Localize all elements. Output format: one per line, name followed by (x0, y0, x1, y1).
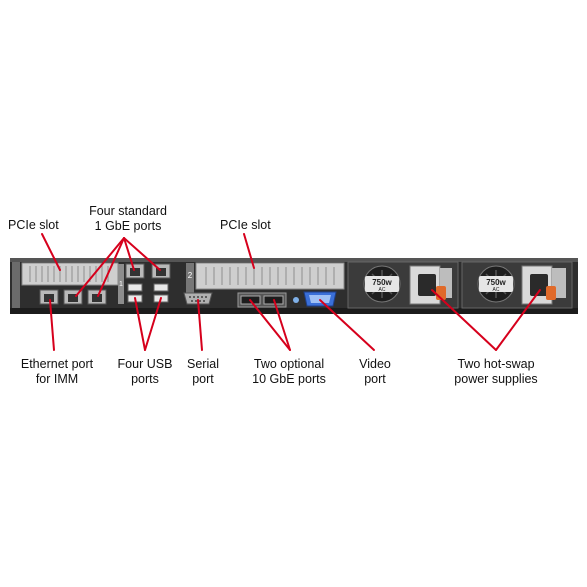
chassis-top-edge (10, 258, 578, 262)
callout-video (319, 299, 375, 351)
serial-port (183, 292, 213, 305)
label-video-line2: port (364, 372, 386, 386)
callout-psu-1 (431, 289, 497, 351)
callout-gbe-2 (97, 237, 125, 297)
slot-2-number: 2 (188, 271, 193, 280)
label-power-supplies: Two hot-swap power supplies (446, 357, 546, 387)
usb-port-1 (127, 283, 143, 292)
label-usb-line2: ports (131, 372, 159, 386)
label-video-line1: Video (359, 357, 391, 371)
callout-pcie-left (41, 233, 61, 271)
video-port (303, 291, 337, 307)
label-ethernet-imm: Ethernet port for IMM (12, 357, 102, 387)
usb-port-3 (153, 283, 169, 292)
callout-tengbe-2 (273, 299, 291, 351)
callout-lines (41, 233, 541, 351)
label-pcie-slot-left-text: PCIe slot (8, 218, 59, 232)
label-tengbe-ports: Two optional 10 GbE ports (244, 357, 334, 387)
psu-2-release-handle (546, 286, 556, 300)
label-four-standard-line2: 1 GbE ports (94, 219, 162, 233)
label-serial-line1: Serial (187, 357, 219, 371)
label-pcie-slot-left: PCIe slot (8, 218, 59, 233)
gbe-port-3 (125, 263, 145, 279)
slot-1-number: 1 (119, 281, 123, 288)
psu-1-rating: 750w (372, 278, 392, 287)
chassis-left-ear (12, 262, 20, 308)
psu-1-ac: AC (379, 287, 386, 293)
label-ethernet-imm-line1: Ethernet port (20, 357, 94, 371)
label-tengbe-line2: 10 GbE ports (252, 372, 326, 386)
label-four-standard-line1: Four standard (89, 204, 167, 218)
label-pcie-slot-mid-text: PCIe slot (220, 218, 271, 232)
label-video-port: Video port (352, 357, 398, 387)
label-four-standard-gbe: Four standard 1 GbE ports (84, 204, 172, 234)
label-serial-line2: port (192, 372, 214, 386)
tengbe-port-group (237, 292, 287, 308)
pcie-slot-1 (21, 262, 119, 286)
callout-usb-1 (134, 297, 146, 351)
locator-led (293, 297, 299, 303)
callout-pcie-mid (243, 233, 255, 269)
power-supply-1: 750w AC (347, 261, 459, 309)
psu-2-ac: AC (493, 287, 500, 293)
callout-tengbe-1 (249, 299, 291, 351)
callout-gbe-4 (123, 237, 161, 271)
callout-imm (49, 299, 55, 351)
ethernet-port-imm (39, 289, 59, 305)
callout-usb-2 (144, 297, 162, 351)
slot-1-plate (118, 264, 124, 304)
label-pcie-slot-mid: PCIe slot (220, 218, 271, 233)
label-serial-port: Serial port (180, 357, 226, 387)
callout-gbe-1 (75, 237, 125, 297)
callout-psu-2 (495, 289, 541, 351)
callout-serial (197, 299, 203, 351)
gbe-port-2 (87, 289, 107, 305)
callout-gbe-3 (123, 237, 135, 271)
label-psu-line1: Two hot-swap (457, 357, 535, 371)
slot-2-plate (186, 263, 194, 303)
label-usb-ports: Four USB ports (110, 357, 180, 387)
power-supply-2: 750w AC (461, 261, 573, 309)
label-usb-line1: Four USB (117, 357, 173, 371)
label-psu-line2: power supplies (454, 372, 538, 386)
pcie-slot-2 (195, 262, 345, 290)
label-ethernet-imm-line2: for IMM (35, 372, 79, 386)
psu-2-rating: 750w (486, 278, 506, 287)
label-tengbe-line1: Two optional (253, 357, 325, 371)
chassis-bottom-edge (10, 308, 578, 314)
